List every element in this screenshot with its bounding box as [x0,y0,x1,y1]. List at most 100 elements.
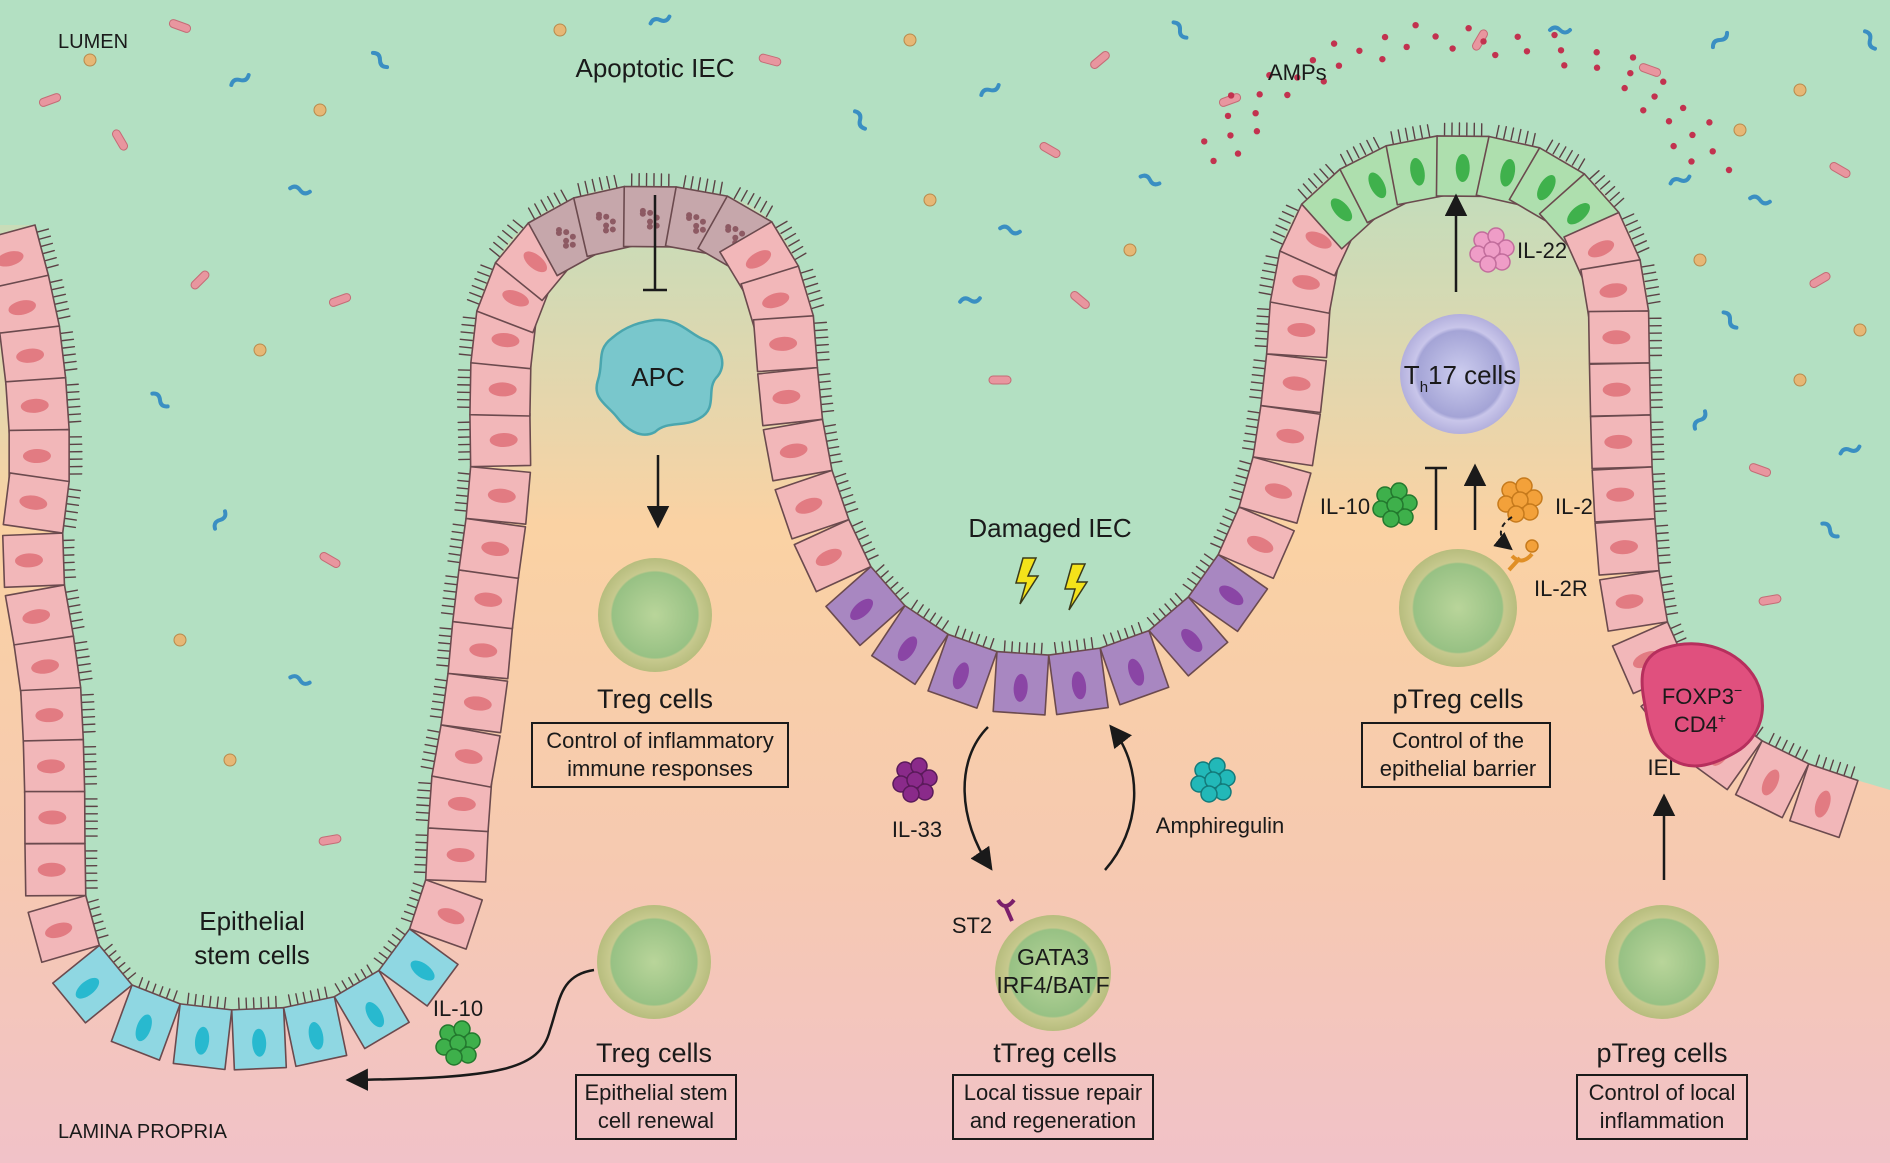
apoptotic-body [725,226,732,233]
microvillus [52,293,67,298]
microvillus [59,331,74,335]
microvillus [67,604,81,608]
microvillus [546,195,555,208]
nucleus [469,643,498,658]
microvillus [81,708,95,711]
microvillus [324,986,329,1000]
microvillus [1339,153,1347,166]
microvillus [252,997,255,1011]
microvillus [1589,169,1600,180]
bacterium-round [1123,243,1137,257]
microvillus [1653,502,1667,505]
apoptotic-body [693,227,700,234]
microvillus [63,360,77,364]
nucleus [19,495,48,510]
amp-dot [1227,132,1234,139]
ttreg-role-box [952,1074,1154,1140]
arrow-treg-to-stem-cells [345,968,595,1092]
microvillus [67,488,81,492]
microvillus [194,993,197,1008]
microvillus [1068,640,1072,654]
microvillus [457,472,472,475]
iel-line-2: CD4+ [1674,710,1726,737]
microvillus [817,380,831,384]
nucleus [474,592,503,607]
microvillus [1659,575,1673,579]
il10-top-cluster [1372,482,1418,528]
treg-cell-bottom [597,905,711,1019]
microvillus [909,599,918,612]
microvillus [1246,417,1260,422]
microvillus [989,638,995,651]
microvillus [1655,532,1669,535]
microvillus [874,564,885,574]
microvillus [415,819,429,822]
microvillus [436,664,450,667]
microvillus [1655,539,1670,542]
microvillus [814,329,828,332]
microvillus [474,277,487,284]
bacterium-spiral [998,224,1022,236]
microvillus [68,611,82,615]
nucleus [31,659,59,674]
epithelial-cells [0,135,1859,1071]
nucleus [745,250,772,269]
microvillus [843,501,856,507]
microvillus [818,387,832,391]
microvillus [826,445,840,450]
microvillus [1253,359,1267,362]
amp-dot [1320,78,1327,85]
nucleus [1219,585,1244,606]
microvillus [553,192,561,205]
microvillus [1237,467,1251,473]
ttreg-label: tTreg cells [993,1038,1117,1068]
nucleus [1761,769,1780,796]
microvillus [853,527,866,535]
microvillus [451,530,465,534]
microvillus [1174,592,1185,604]
microvillus [1397,129,1402,143]
ttreg-role-2: and regeneration [970,1108,1136,1133]
amp-dot [1356,47,1363,54]
microvillus [800,268,814,274]
microvillus [1259,284,1273,288]
epithelial-stem-cells-label-1: Epithelial [199,906,305,936]
microvillus [1281,210,1295,218]
amp-dot [1234,150,1242,157]
microvillus [1244,432,1258,436]
microvillus [712,179,716,194]
ptreg-barrier-role-1: Control of the [1392,728,1524,753]
amp-dot [1670,142,1677,150]
nucleus [135,1014,152,1042]
microvillus [1644,278,1658,283]
nucleus [769,336,798,351]
treg-top-label: Treg cells [597,684,713,714]
microvillus [80,693,94,696]
microvillus [1646,293,1660,297]
apoptotic-body [569,233,576,240]
nucleus [481,541,510,557]
microvillus [462,316,476,320]
microvillus [807,289,821,295]
cytokine-particle [1200,785,1218,803]
microvillus [613,174,618,188]
microvillus [1654,524,1669,527]
apoptotic-body [732,234,739,241]
apoptotic-body [563,229,570,236]
microvillus [51,286,65,291]
microvillus [43,257,57,262]
microvillus [1657,561,1672,564]
microvillus [1366,139,1374,152]
microvillus [493,241,504,251]
microvillus [1631,233,1645,240]
microvillus [704,178,709,192]
microvillus [1003,640,1006,654]
microvillus [1668,623,1682,630]
microvillus [443,589,457,593]
nucleus [22,449,51,464]
nucleus [1567,203,1590,225]
microvillus [1645,286,1660,290]
microvillus [1258,291,1272,296]
microvillus [64,589,79,593]
nucleus [1599,283,1628,298]
